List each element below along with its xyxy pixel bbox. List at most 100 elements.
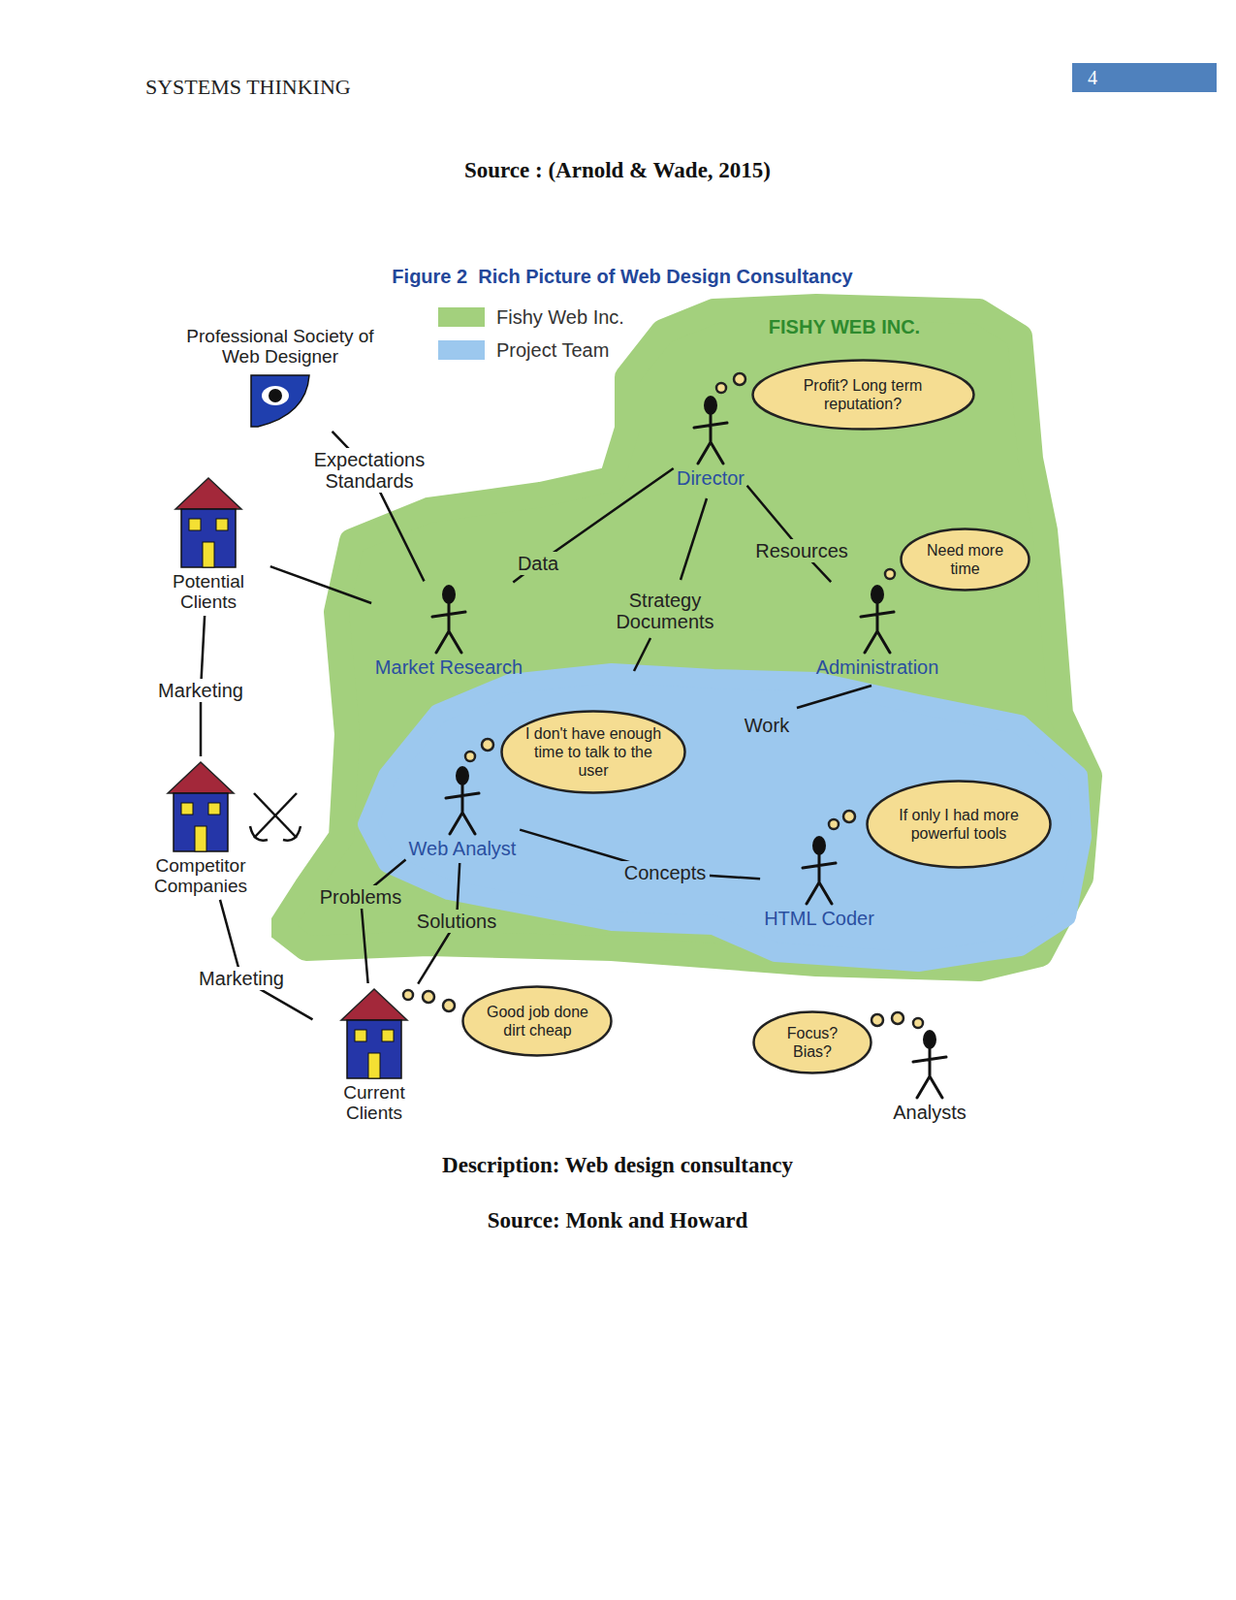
actor-label: Analysts bbox=[892, 1101, 967, 1123]
connector-label: Expectations Standards bbox=[302, 447, 437, 493]
bubble-ellipse bbox=[900, 529, 1029, 591]
connector-label: Concepts bbox=[620, 860, 711, 885]
society-shield bbox=[251, 375, 310, 427]
connector-label: Problems bbox=[316, 885, 406, 909]
legend-text: Project Team bbox=[496, 338, 609, 362]
actor-node: Analysts bbox=[892, 1029, 967, 1123]
figure-title: Figure 2 Rich Picture of Web Design Cons… bbox=[391, 264, 853, 288]
figure-body bbox=[694, 412, 728, 464]
figure-body bbox=[860, 602, 894, 653]
house-icon bbox=[339, 986, 410, 1080]
thought-dot bbox=[716, 382, 727, 393]
thought-bubble: If only I had more powerful tools bbox=[865, 779, 1052, 869]
society-node: Professional Society of Web Designer bbox=[183, 325, 378, 429]
house-roof bbox=[341, 988, 408, 1020]
thought-dot bbox=[885, 569, 895, 579]
stick-figure bbox=[438, 765, 487, 836]
thought-dot bbox=[481, 738, 494, 751]
bubble-outline bbox=[865, 779, 1052, 869]
connector-label: Marketing bbox=[154, 678, 248, 702]
thought-bubble: Need more time bbox=[899, 527, 1031, 592]
bubble-ellipse bbox=[754, 1012, 872, 1074]
house-window bbox=[354, 1029, 367, 1042]
society-pupil bbox=[268, 388, 283, 403]
bubble-text: Good job done dirt cheap bbox=[481, 1002, 594, 1040]
stick-figure bbox=[853, 584, 902, 655]
society-label: Professional Society of Web Designer bbox=[183, 325, 378, 367]
actor-node: Director bbox=[676, 395, 745, 489]
leader-line bbox=[796, 685, 872, 708]
page-number-box bbox=[1072, 63, 1217, 93]
thought-dot bbox=[871, 1014, 884, 1026]
actor-node: Market Research bbox=[375, 584, 523, 678]
thought-bubble: Profit? Long term reputation? bbox=[751, 358, 976, 431]
running-header: SYSTEMS THINKING bbox=[145, 76, 351, 98]
house-window bbox=[208, 802, 221, 815]
stick-figure bbox=[424, 584, 474, 655]
house-roof bbox=[167, 761, 234, 793]
organisation-house: Potential Clients bbox=[150, 475, 267, 612]
leader-line bbox=[680, 498, 707, 580]
thought-dots bbox=[403, 373, 923, 1028]
organisation-house: Current Clients bbox=[316, 986, 433, 1123]
house-icon bbox=[173, 475, 244, 570]
thought-dot bbox=[828, 819, 839, 829]
figure-body bbox=[432, 602, 466, 653]
connector bbox=[360, 859, 407, 984]
sword bbox=[253, 792, 297, 838]
bubble-text: Profit? Long term reputation? bbox=[780, 376, 947, 413]
connector bbox=[512, 468, 673, 583]
region-outline bbox=[271, 290, 1106, 989]
source-line: Source : (Arnold & Wade, 2015) bbox=[464, 159, 771, 182]
bubble-text: If only I had more powerful tools bbox=[889, 805, 1028, 843]
stick-figure bbox=[686, 395, 735, 466]
thought-dot bbox=[443, 999, 455, 1012]
organisation-house: Competitor Companies bbox=[142, 760, 259, 896]
connector-label: Solutions bbox=[412, 909, 501, 933]
bubble-text: Need more time bbox=[917, 540, 1015, 578]
house-door bbox=[202, 541, 215, 568]
thought-dot bbox=[843, 810, 856, 823]
thought-dot bbox=[422, 990, 435, 1003]
house-door bbox=[368, 1052, 381, 1078]
bubble-outline bbox=[752, 1010, 873, 1075]
actor-label: Director bbox=[676, 467, 745, 489]
house-window bbox=[189, 518, 201, 531]
sword-guard bbox=[283, 825, 301, 841]
house-wall bbox=[181, 508, 236, 568]
region-heading-box: FISHY WEB INC. bbox=[768, 315, 920, 339]
connector-label: Resources bbox=[751, 538, 853, 563]
thought-dot bbox=[733, 373, 746, 385]
bubble-text: I don't have enough time to talk to the … bbox=[524, 724, 663, 780]
society-eye bbox=[261, 385, 289, 406]
figure-description: Description: Web design consultancy bbox=[442, 1154, 793, 1176]
organisation-region: FISHY WEB INC. Director Profit? Long term … bbox=[271, 290, 1106, 989]
bubble-outline bbox=[751, 358, 976, 431]
bubble-text: Focus? Bias? bbox=[767, 1023, 857, 1061]
bubble-outline bbox=[461, 984, 613, 1057]
thought-dot bbox=[891, 1012, 904, 1024]
leader-line bbox=[633, 637, 651, 671]
figure-body bbox=[802, 853, 836, 904]
house-window bbox=[381, 1029, 394, 1042]
house-wall bbox=[347, 1019, 402, 1078]
connector bbox=[270, 566, 372, 603]
actor-label: Web Analyst bbox=[409, 837, 517, 859]
house-door bbox=[194, 825, 207, 852]
actor-label: Market Research bbox=[375, 656, 523, 678]
actor-node: Web Analyst bbox=[409, 765, 517, 859]
connector-label: Data bbox=[513, 551, 563, 575]
bubble-ellipse bbox=[502, 710, 686, 793]
sword-guard bbox=[250, 825, 268, 841]
source-line: Source: Monk and Howard bbox=[487, 1209, 749, 1232]
flow-label: Strategy Documents bbox=[606, 589, 724, 633]
thought-bubble: I don't have enough time to talk to the … bbox=[500, 709, 687, 794]
actor-node: Administration bbox=[816, 584, 940, 678]
bubble-ellipse bbox=[752, 360, 974, 430]
bubble-ellipse bbox=[463, 986, 612, 1056]
house-label: Competitor Companies bbox=[142, 855, 259, 896]
thought-bubble: Good job done dirt cheap bbox=[461, 984, 613, 1057]
project-team-lake bbox=[367, 672, 1082, 962]
region-heading: FISHY WEB INC. bbox=[768, 315, 920, 339]
house-wall bbox=[173, 792, 228, 852]
